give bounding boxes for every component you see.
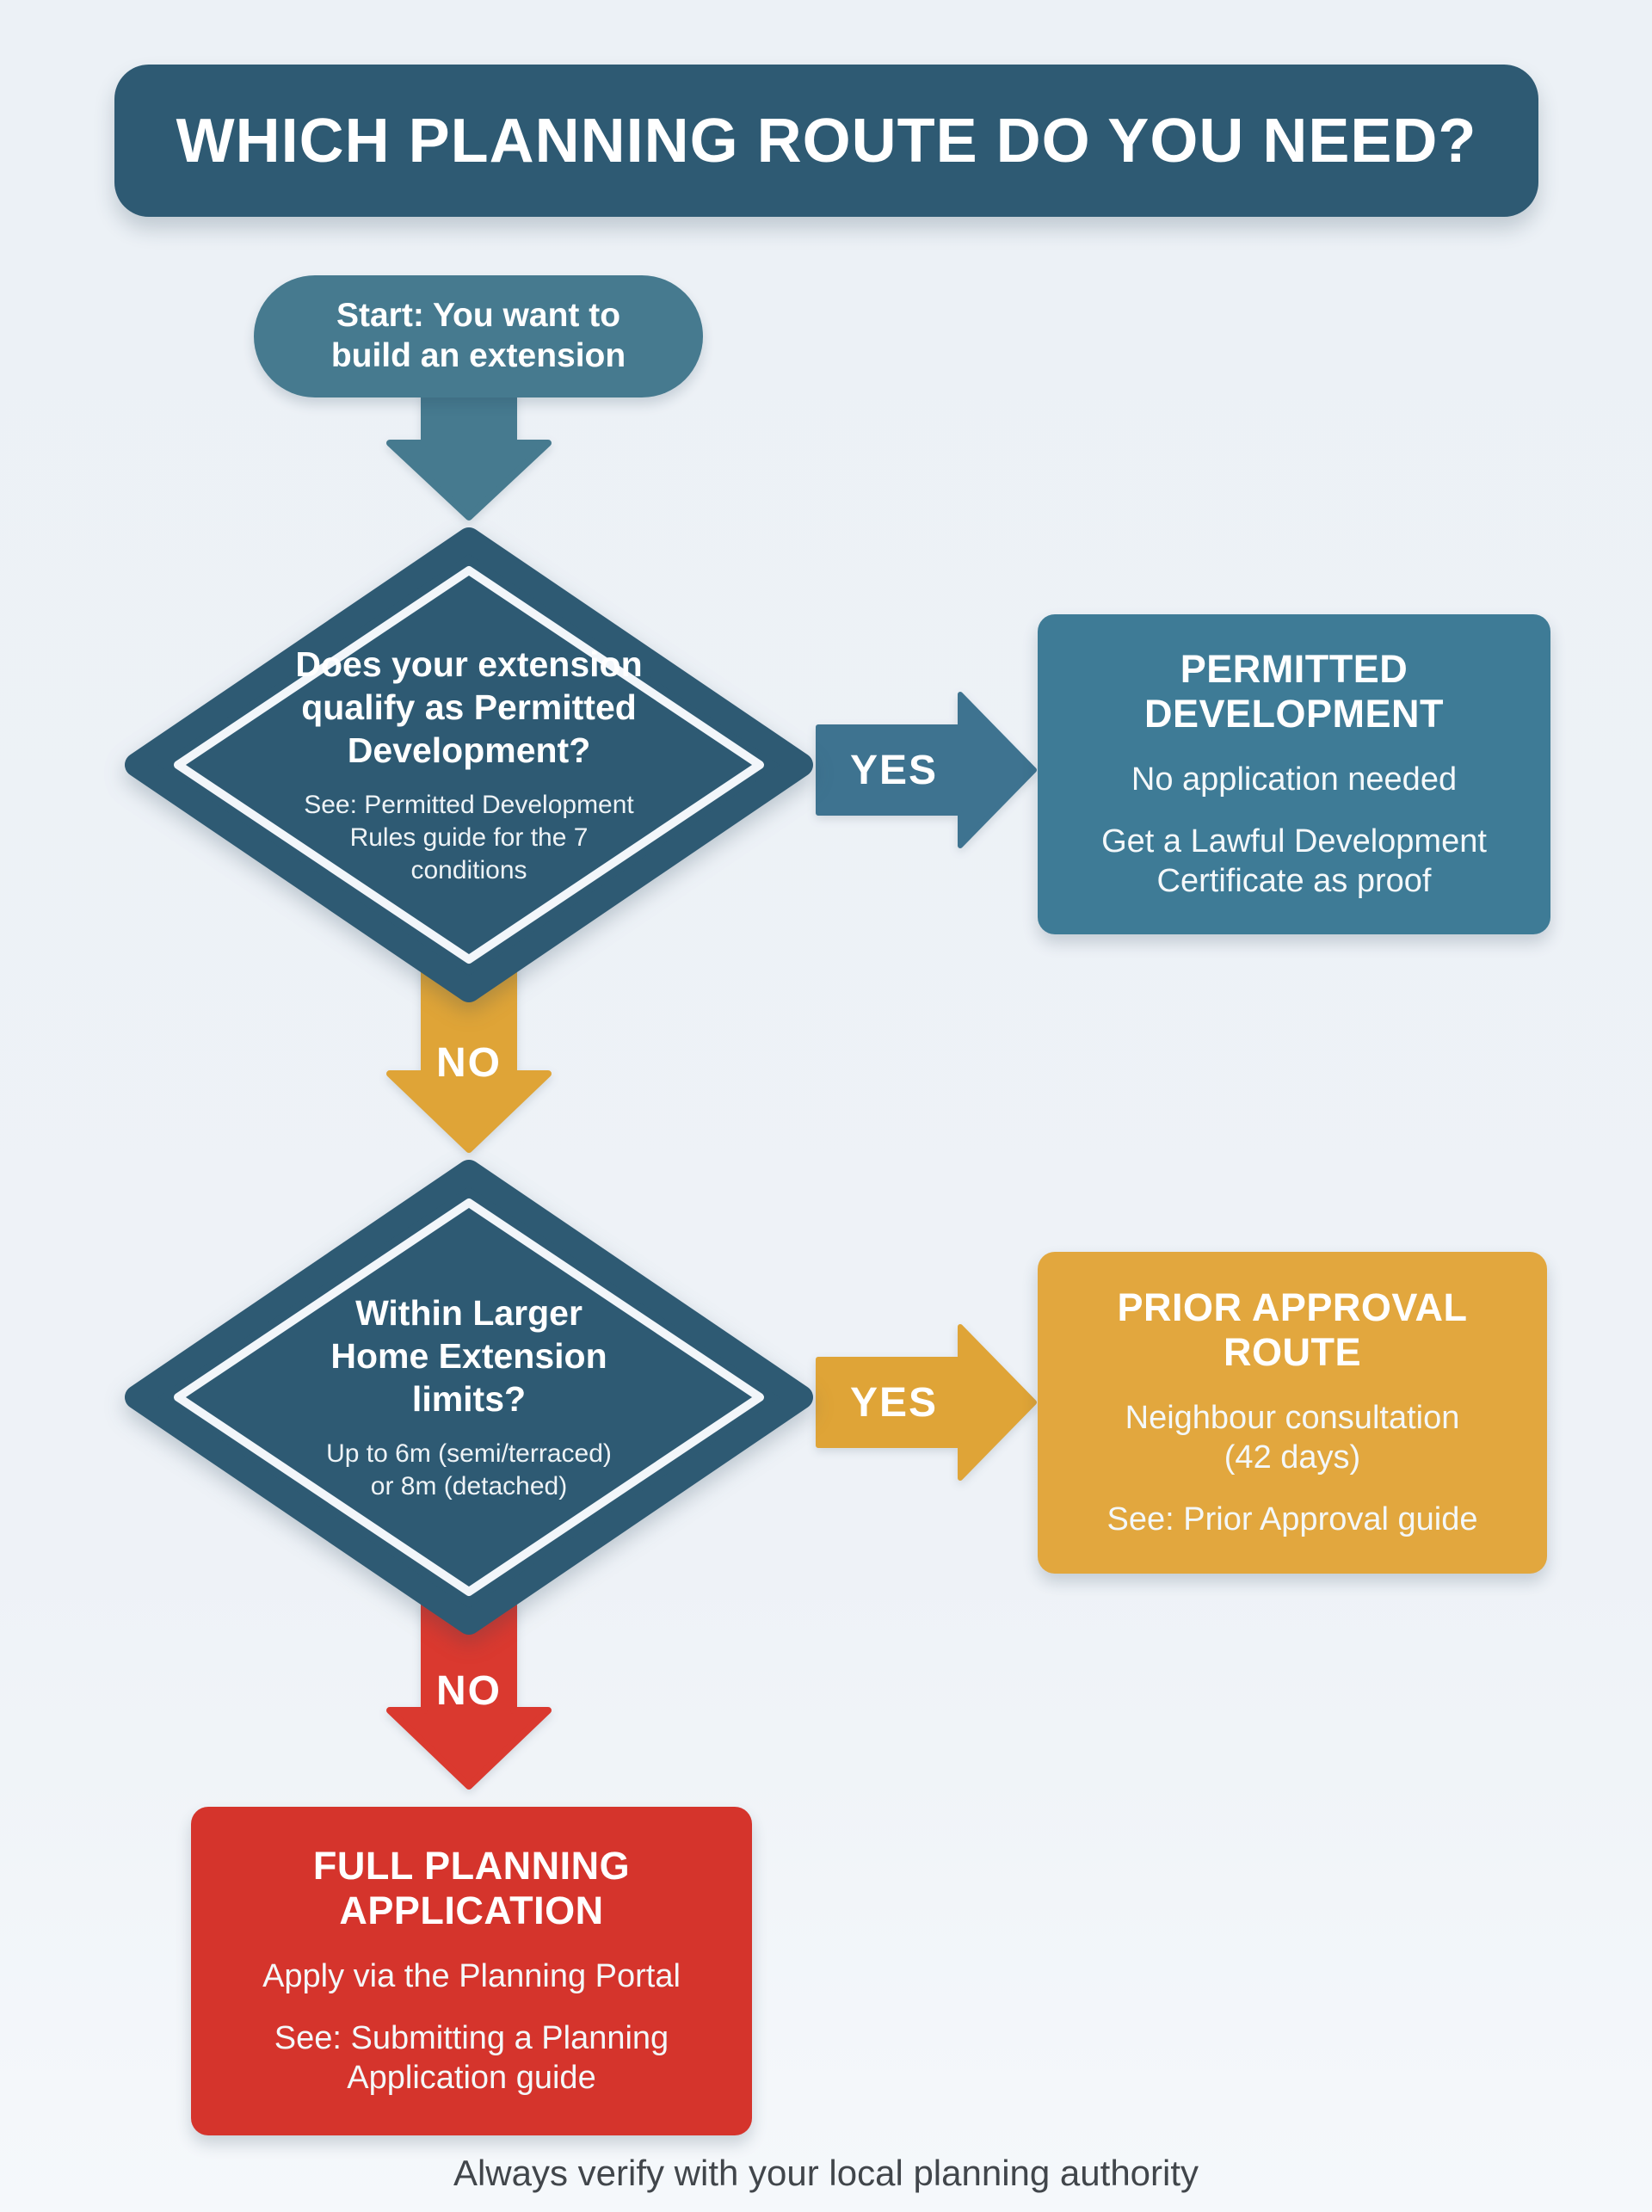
decision-note: Up to 6m (semi/terraced) or 8m (detached…	[326, 1439, 612, 1501]
title-banner: WHICH PLANNING ROUTE DO YOU NEED?	[114, 65, 1538, 217]
no-label: NO	[436, 1040, 502, 1086]
no-branch-permitted: NO	[383, 957, 555, 1153]
outcome-line: Neighbour consultation (42 days)	[1125, 1399, 1460, 1476]
start-node-label: Start: You want to build an extension	[330, 297, 626, 374]
outcome-title: PERMITTED DEVELOPMENT	[1143, 647, 1445, 736]
right-arrow-icon	[816, 692, 1037, 848]
outcome-line: Apply via the Planning Portal	[262, 1957, 681, 1994]
page-title: WHICH PLANNING ROUTE DO YOU NEED?	[176, 106, 1477, 176]
decision-content: Does your extension qualify as Permitted…	[125, 527, 813, 1002]
decision-question: Does your extension qualify as Permitted…	[295, 644, 643, 770]
yes-branch-permitted: YES	[816, 691, 1038, 849]
start-node: Start: You want to build an extension	[254, 275, 703, 397]
start-connector	[383, 391, 555, 521]
decision-question: Within Larger Home Extension limits?	[330, 1292, 607, 1419]
outcome-line: See: Submitting a Planning Application g…	[274, 2020, 669, 2097]
yes-label: YES	[849, 1379, 939, 1426]
no-label: NO	[436, 1668, 502, 1714]
outcome-line: No application needed	[1131, 761, 1458, 798]
outcome-line: Get a Lawful Development Certificate as …	[1101, 823, 1487, 900]
outcome-title: FULL PLANNING APPLICATION	[312, 1844, 631, 1933]
down-arrow-icon	[386, 957, 552, 1153]
right-arrow-icon	[816, 1324, 1037, 1481]
no-branch-larger-home: NO	[383, 1602, 555, 1790]
diamond-shape-icon	[125, 527, 813, 1002]
decision-content: Within Larger Home Extension limits? Up …	[125, 1160, 813, 1635]
down-arrow-icon	[386, 1602, 552, 1790]
yes-label: YES	[849, 747, 939, 793]
footer-note: Always verify with your local planning a…	[453, 2153, 1199, 2193]
down-arrow-icon	[386, 391, 552, 521]
decision-note: See: Permitted Development Rules guide f…	[304, 790, 634, 885]
outcome-line: See: Prior Approval guide	[1106, 1501, 1478, 1538]
yes-branch-larger-home: YES	[816, 1323, 1038, 1482]
decision-permitted-development: Does your extension qualify as Permitted…	[125, 527, 813, 1002]
outcome-permitted-development-card: PERMITTED DEVELOPMENT No application nee…	[1038, 614, 1550, 934]
decision-larger-home-limits: Within Larger Home Extension limits? Up …	[125, 1160, 813, 1635]
diamond-shape-icon	[125, 1160, 813, 1635]
outcome-prior-approval-card: PRIOR APPROVAL ROUTE Neighbour consultat…	[1038, 1252, 1547, 1574]
outcome-title: PRIOR APPROVAL ROUTE	[1117, 1285, 1468, 1375]
outcome-full-planning-card: FULL PLANNING APPLICATION Apply via the …	[191, 1807, 752, 2135]
